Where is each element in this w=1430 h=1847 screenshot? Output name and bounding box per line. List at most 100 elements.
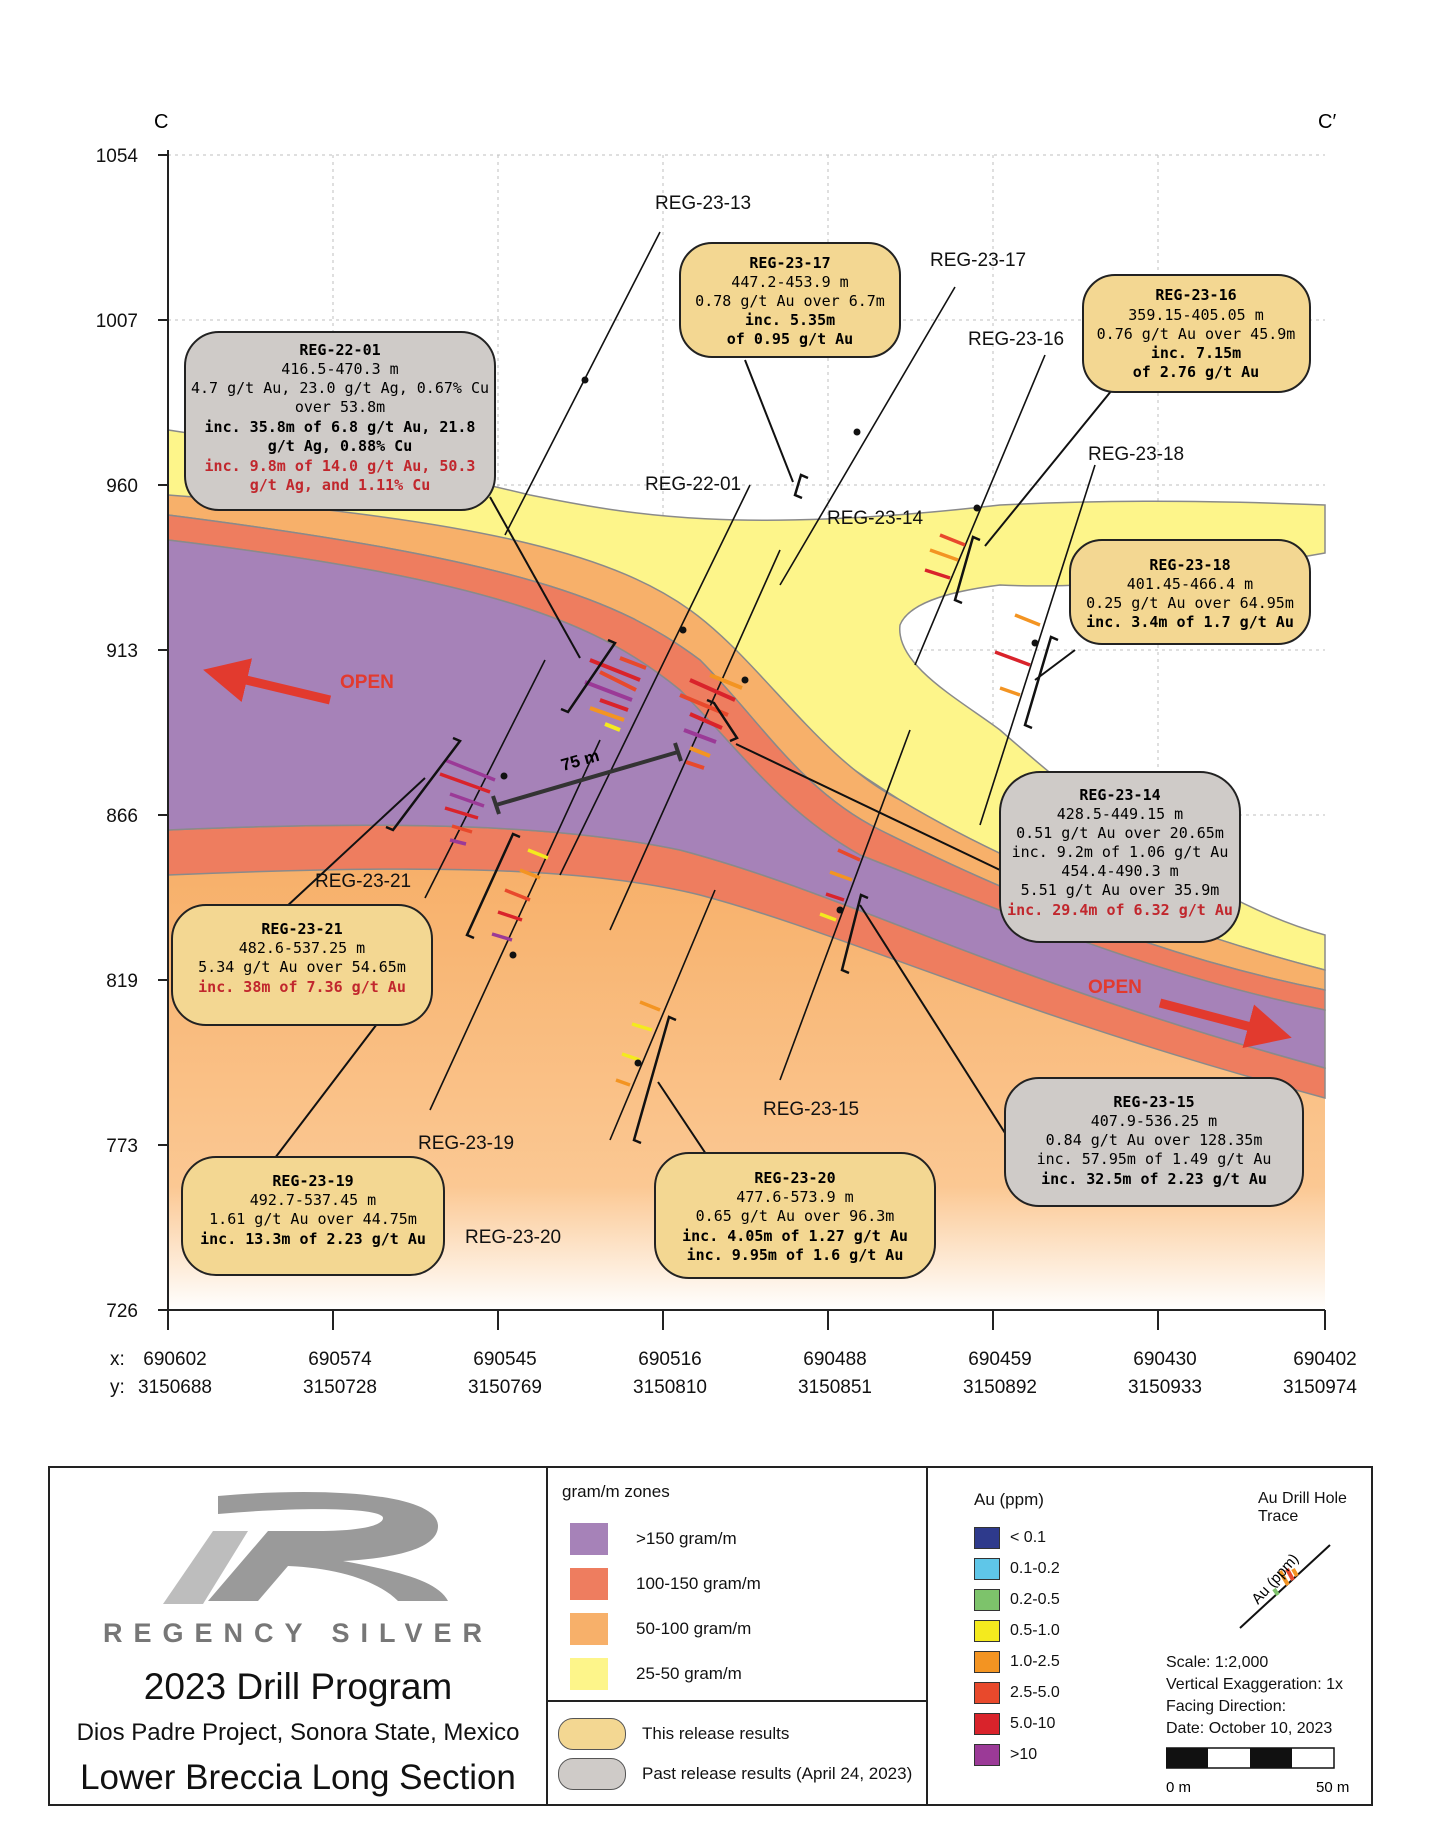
au-bin-label: 0.1-0.2 (1010, 1560, 1060, 1577)
hole-label: REG-23-17 (930, 250, 1026, 271)
callout-reg-23-17: REG-23-17 447.2-453.9 m 0.78 g/t Au over… (679, 242, 901, 358)
callout-line: 0.76 g/t Au over 45.9m (1097, 325, 1296, 343)
section-title: Lower Breccia Long Section (80, 1758, 516, 1797)
cross-section-diagram: 1054 1007 960 913 866 819 773 726 C C′ x… (96, 111, 1358, 1398)
callout-line-highlight: g/t Ag, and 1.11% Cu (250, 476, 431, 494)
hole-label: REG-22-01 (645, 474, 741, 495)
callout-reg-23-14: REG-23-14 428.5-449.15 m 0.51 g/t Au ove… (999, 771, 1241, 943)
x-coord: 690488 (803, 1349, 866, 1370)
hole-label: REG-23-15 (763, 1099, 859, 1120)
au-bin-label: 1.0-2.5 (1010, 1653, 1060, 1670)
callout-reg-23-21: REG-23-21 482.6-537.25 m 5.34 g/t Au ove… (171, 904, 433, 1026)
callout-line: 0.84 g/t Au over 128.35m (1046, 1131, 1263, 1149)
section-start-label: C (154, 111, 168, 133)
scale-bar: 0 m 50 m (1166, 1747, 1349, 1796)
elev-tick: 773 (106, 1136, 138, 1157)
callout-reg-23-18: REG-23-18 401.45-466.4 m 0.25 g/t Au ove… (1069, 539, 1311, 645)
callout-line-highlight: inc. 38m of 7.36 g/t Au (198, 978, 406, 996)
program-title: 2023 Drill Program (143, 1666, 453, 1707)
x-coord: 690402 (1293, 1349, 1356, 1370)
x-coord: 690545 (473, 1349, 536, 1370)
zone-swatch (570, 1658, 608, 1690)
callout-line: inc. 35.8m of 6.8 g/t Au, 21.8 (205, 418, 476, 436)
callout-line-highlight: inc. 29.4m of 6.32 g/t Au (1007, 901, 1233, 919)
date-text: Date: October 10, 2023 (1166, 1720, 1333, 1737)
collar-points (500, 376, 1039, 1067)
callout-line: g/t Ag, 0.88% Cu (268, 437, 413, 455)
results-legend: This release results Past release result… (548, 1700, 926, 1808)
callout-line: 5.51 g/t Au over 35.9m (1021, 881, 1220, 899)
callout-line: inc. 3.4m of 1.7 g/t Au (1086, 613, 1294, 631)
au-swatch (974, 1558, 1000, 1580)
callout-line: inc. 7.15m (1151, 344, 1241, 362)
y-prefix: y: (110, 1377, 125, 1398)
callout-line: 0.78 g/t Au over 6.7m (695, 292, 885, 310)
callout-title: REG-23-14 (1079, 786, 1160, 804)
au-bin-label: 2.5-5.0 (1010, 1684, 1060, 1701)
au-bin-label: 0.5-1.0 (1010, 1622, 1060, 1639)
elev-tick: 866 (106, 806, 138, 827)
hole-trace-reg-23-21 (424, 659, 546, 899)
y-coord: 3150974 (1283, 1377, 1357, 1398)
legend-panel: REGENCY SILVER 2023 Drill Program Dios P… (48, 1466, 1373, 1806)
scale-min-label: 0 m (1166, 1779, 1191, 1796)
open-label-left: OPEN (340, 672, 394, 693)
au-bin-label: 5.0-10 (1010, 1715, 1056, 1732)
open-arrows: OPEN OPEN (203, 658, 1292, 1049)
past-release-swatch (558, 1758, 626, 1790)
hole-trace-reg-22-01 (559, 484, 751, 876)
axes (158, 150, 1326, 1330)
callout-line: inc. 32.5m of 2.23 g/t Au (1041, 1170, 1267, 1188)
zone-swatch (570, 1613, 608, 1645)
assay-bars-reg-23-15 (819, 848, 861, 922)
callout-line: 454.4-490.3 m (1061, 862, 1178, 880)
hole-trace-reg-23-15 (779, 729, 911, 1081)
brand-name: REGENCY SILVER (102, 1618, 494, 1648)
zone-swatch (570, 1568, 608, 1600)
callout-line-highlight: inc. 9.8m of 14.0 g/t Au, 50.3 (205, 457, 476, 475)
callout-line: inc. 9.95m of 1.6 g/t Au (687, 1246, 904, 1264)
au-bin-label: >10 (1010, 1746, 1038, 1763)
callout-line: 401.45-466.4 m (1127, 575, 1253, 593)
callout-line: inc. 57.95m of 1.49 g/t Au (1037, 1150, 1272, 1168)
assay-bars-reg-22-01 (584, 656, 647, 732)
au-bin: 5.0-10 (974, 1712, 1055, 1736)
callout-reg-23-19: REG-23-19 492.7-537.45 m 1.61 g/t Au ove… (181, 1156, 445, 1276)
callout-title: REG-23-18 (1149, 556, 1230, 574)
callout-line: 0.51 g/t Au over 20.65m (1016, 824, 1224, 842)
trace-title: Au Drill Hole Trace (1258, 1490, 1347, 1525)
callout-line: 447.2-453.9 m (731, 273, 848, 291)
callout-line: of 0.95 g/t Au (727, 330, 853, 348)
hole-trace-reg-23-14 (609, 549, 781, 931)
scale-max-label: 50 m (1316, 1779, 1349, 1796)
callout-title: REG-23-16 (1155, 286, 1236, 304)
this-release-swatch (558, 1718, 626, 1750)
x-coord: 690459 (968, 1349, 1031, 1370)
au-swatch (974, 1527, 1000, 1549)
callout-title: REG-23-17 (749, 254, 830, 272)
exaggeration-text: Vertical Exaggeration: 1x (1166, 1676, 1343, 1693)
callout-line: 482.6-537.25 m (239, 939, 365, 957)
callout-line: 407.9-536.25 m (1091, 1112, 1217, 1130)
zone-swatch (570, 1523, 608, 1555)
au-swatch (974, 1651, 1000, 1673)
au-legend: Au (ppm) < 0.1 0.1-0.2 0.2-0.5 0.5-1.0 1… (928, 1468, 1371, 1804)
elev-tick: 726 (106, 1301, 138, 1322)
callout-line: inc. 4.05m of 1.27 g/t Au (682, 1227, 908, 1245)
callout-title: REG-23-21 (261, 920, 342, 938)
callout-line: 1.61 g/t Au over 44.75m (209, 1210, 417, 1228)
callout-reg-22-01: REG-22-01 416.5-470.3 m 4.7 g/t Au, 23.0… (184, 331, 496, 511)
callout-line: 428.5-449.15 m (1057, 805, 1183, 823)
callout-title: REG-22-01 (299, 341, 380, 359)
hole-trace-reg-23-20 (609, 889, 716, 1141)
y-coord: 3150851 (798, 1377, 872, 1398)
leader-lines (274, 359, 1113, 1159)
callout-line: inc. 13.3m of 2.23 g/t Au (200, 1230, 426, 1248)
drill-trace-icon: Au (ppm) (1239, 1544, 1331, 1629)
y-coord: 3150728 (303, 1377, 377, 1398)
callout-line: 5.34 g/t Au over 54.65m (198, 958, 406, 976)
zone-legend: gram/m zones >150 gram/m 100-150 gram/m … (548, 1468, 928, 1804)
callout-reg-23-15: REG-23-15 407.9-536.25 m 0.84 g/t Au ove… (1004, 1077, 1304, 1207)
zone-label: 50-100 gram/m (636, 1619, 752, 1638)
hole-label: REG-23-16 (968, 329, 1064, 350)
